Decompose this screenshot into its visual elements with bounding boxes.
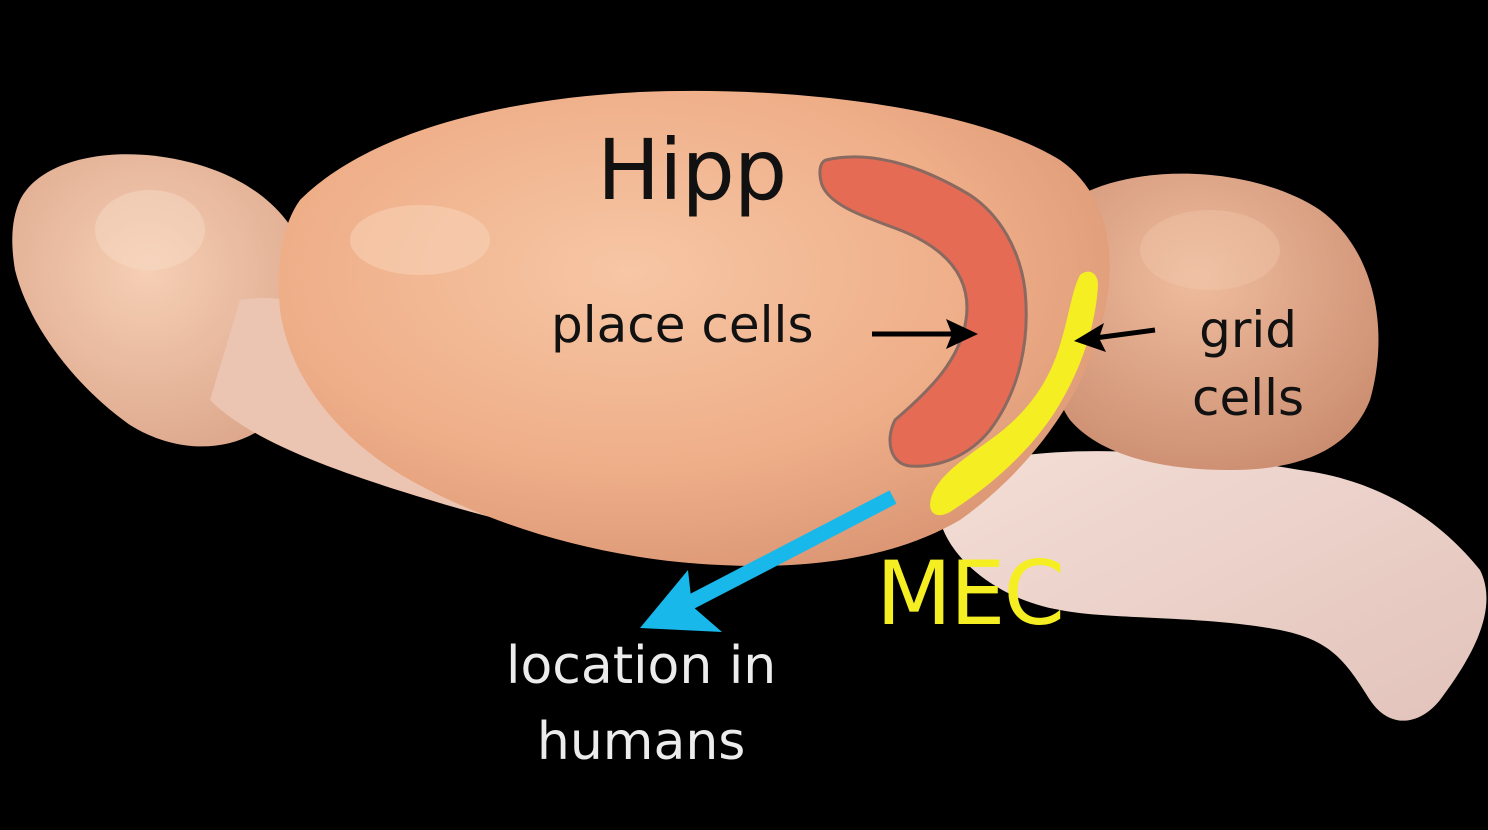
human-location-label-line1: location in [506, 628, 776, 704]
bulb-highlight [95, 190, 205, 270]
mec-label: MEC [876, 550, 1063, 638]
grid-cells-label-line2: cells [1192, 364, 1304, 432]
cortex-highlight [350, 205, 490, 275]
place-cells-label: place cells [551, 300, 814, 350]
grid-cells-label-line1: grid [1192, 296, 1304, 364]
cerebellum-highlight [1140, 210, 1280, 290]
human-location-label: location in humans [506, 628, 776, 780]
grid-cells-label: grid cells [1192, 296, 1304, 432]
human-location-label-line2: humans [506, 704, 776, 780]
hippocampus-label: Hipp [597, 128, 786, 212]
